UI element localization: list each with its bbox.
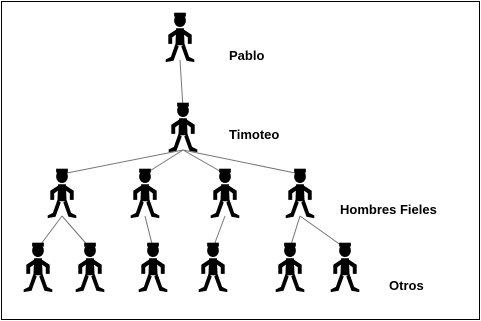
figure-fiel4-stick-figure-icon <box>285 168 315 219</box>
connector-fiel2-otro3 <box>144 215 154 249</box>
connector-timoteo-fiel1 <box>61 149 184 175</box>
figure-fiel2-stick-figure-icon <box>130 168 160 219</box>
connector-fiel1-otro1 <box>37 215 63 249</box>
connector-timoteo-fiel4 <box>182 149 301 175</box>
figure-fiel1-stick-figure-icon <box>47 168 77 219</box>
label-pablo: Pablo <box>229 48 265 63</box>
connector-fiel1-otro2 <box>61 215 91 249</box>
connector-fiel4-otro6 <box>299 215 346 249</box>
connector-fiel4-otro5 <box>289 215 301 249</box>
connector-lines <box>37 59 346 249</box>
figure-pablo-stick-figure-icon <box>165 12 195 63</box>
figure-otro6-stick-figure-icon <box>330 242 360 293</box>
connector-timoteo-fiel2 <box>144 149 184 175</box>
label-timoteo: Timoteo <box>229 127 280 142</box>
figure-fiel3-stick-figure-icon <box>210 168 240 219</box>
connector-pablo-timoteo <box>179 59 184 109</box>
label-hombres-fieles: Hombres Fieles <box>340 202 437 217</box>
label-otros: Otros <box>389 278 424 293</box>
figure-otro4-stick-figure-icon <box>198 242 228 293</box>
figure-otro1-stick-figure-icon <box>23 242 53 293</box>
figure-otro3-stick-figure-icon <box>138 242 168 293</box>
figure-timoteo-stick-figure-icon <box>168 102 198 153</box>
figure-otro2-stick-figure-icon <box>75 242 105 293</box>
figure-otro5-stick-figure-icon <box>275 242 305 293</box>
figures <box>23 12 360 293</box>
connector-fiel3-otro4 <box>212 215 226 249</box>
connector-timoteo-fiel3 <box>182 149 226 175</box>
